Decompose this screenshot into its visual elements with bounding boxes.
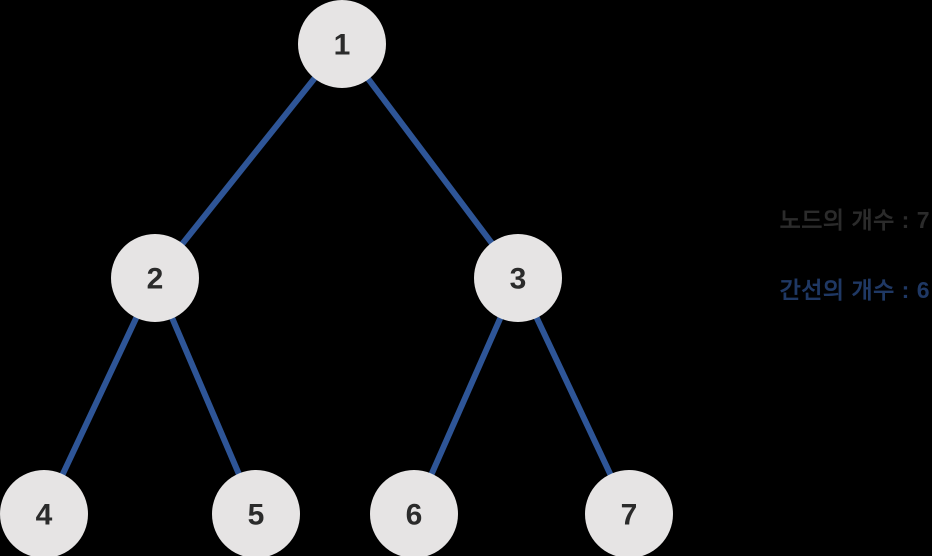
node-circle-2[interactable] (111, 234, 199, 322)
legend: 노드의 개수 : 7 간선의 개수 : 6 (670, 208, 930, 302)
node-circle-7[interactable] (585, 470, 673, 556)
node-label-2: 2 (147, 263, 164, 296)
tree-node-3[interactable]: 3 (474, 234, 562, 322)
edges-group (59, 74, 614, 478)
node-circle-3[interactable] (474, 234, 562, 322)
legend-edge-count: 간선의 개수 : 6 (779, 277, 930, 304)
tree-node-1[interactable]: 1 (298, 0, 386, 88)
tree-node-7[interactable]: 7 (585, 470, 673, 556)
node-circle-6[interactable] (370, 470, 458, 556)
tree-node-5[interactable]: 5 (212, 470, 300, 556)
tree-edge-1-2 (178, 74, 319, 248)
tree-node-4[interactable]: 4 (0, 470, 88, 556)
tree-edge-1-3 (364, 75, 496, 247)
tree-node-6[interactable]: 6 (370, 470, 458, 556)
nodes-group: 1 2 3 4 5 6 7 (0, 0, 673, 556)
tree-edge-3-6 (428, 315, 504, 477)
node-label-4: 4 (36, 499, 53, 532)
node-circle-1[interactable] (298, 0, 386, 88)
node-label-3: 3 (510, 263, 527, 296)
node-label-6: 6 (406, 499, 423, 532)
node-circle-4[interactable] (0, 470, 88, 556)
tree-edge-2-5 (168, 315, 243, 477)
tree-node-2[interactable]: 2 (111, 234, 199, 322)
node-label-7: 7 (621, 499, 638, 532)
tree-edge-3-7 (533, 314, 614, 478)
node-circle-5[interactable] (212, 470, 300, 556)
legend-node-count: 노드의 개수 : 7 (779, 207, 930, 233)
node-label-5: 5 (248, 499, 265, 532)
node-label-1: 1 (334, 29, 351, 62)
tree-edge-2-4 (59, 314, 140, 478)
